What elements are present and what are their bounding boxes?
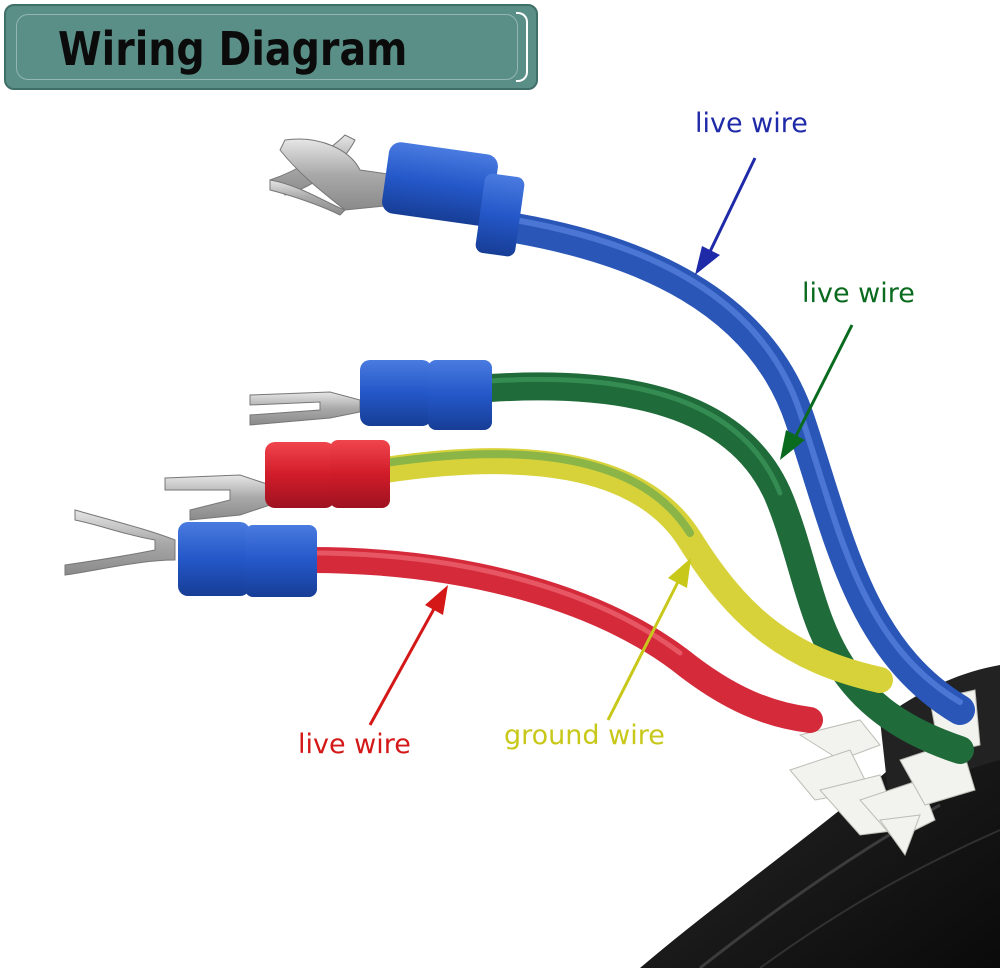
- title-banner-inner: [16, 14, 518, 80]
- yellow-wire: [372, 448, 893, 693]
- arrow-icon: [780, 324, 854, 460]
- blue-wire-label: live wire: [695, 108, 808, 139]
- title-banner-edge: [516, 12, 528, 82]
- green-wire-label: live wire: [802, 278, 915, 309]
- page-title: Wiring Diagram: [58, 22, 408, 76]
- arrow-icon: [368, 585, 448, 726]
- spade-terminal-icon: [64, 509, 176, 576]
- wires: [297, 213, 975, 764]
- arrow-icon: [695, 157, 757, 275]
- red-wire: [297, 547, 823, 733]
- green-wire: [476, 372, 974, 764]
- insulated-crimp-sleeve-icon: [265, 440, 390, 508]
- spade-terminal-icon: [164, 474, 271, 521]
- insulated-crimp-sleeve-icon: [360, 360, 492, 430]
- spade-terminal-icon: [249, 391, 361, 426]
- ground-wire-label: ground wire: [504, 720, 665, 751]
- spade-terminal-icon: [269, 134, 396, 216]
- red-wire-label: live wire: [298, 729, 411, 760]
- insulated-crimp-sleeve-icon: [178, 522, 317, 597]
- arrow-icon: [606, 558, 691, 721]
- title-banner: Wiring Diagram: [4, 4, 538, 90]
- insulated-crimp-sleeve-icon: [382, 142, 525, 257]
